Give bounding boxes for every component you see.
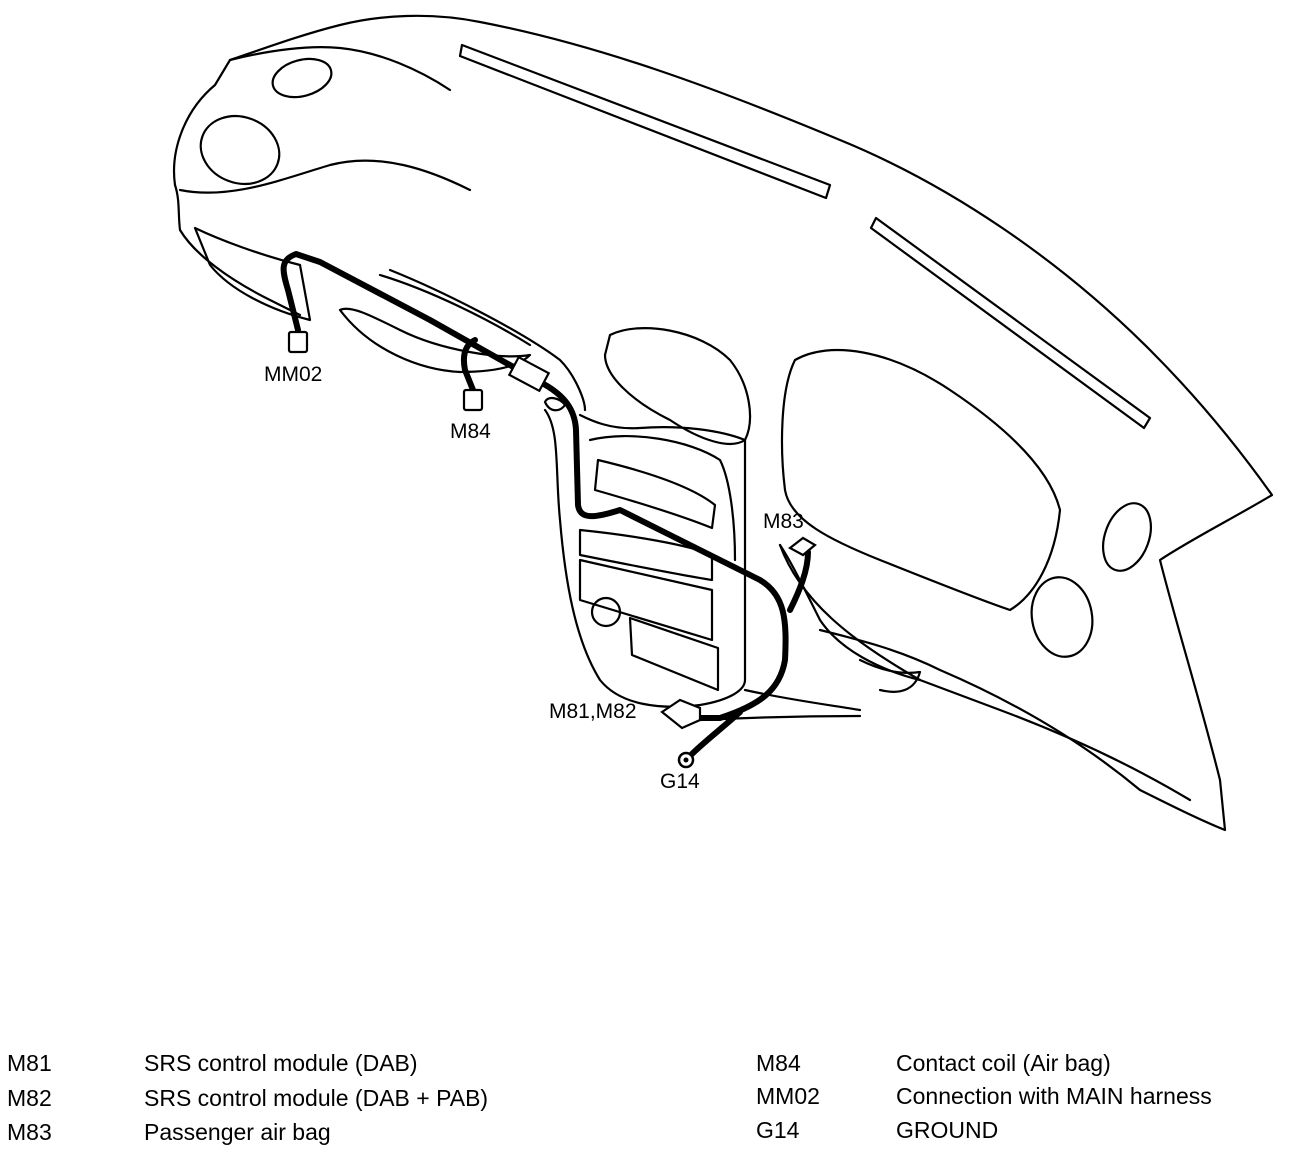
- callout-m81-m82: M81,M82: [549, 700, 637, 723]
- m83-connector: [787, 536, 817, 557]
- m84-connector: [462, 388, 484, 412]
- srs-wiring-harness: [280, 251, 811, 761]
- legend-code-g14: G14: [756, 1117, 800, 1143]
- right-end-knob: [1030, 576, 1094, 658]
- mm02-connector: [287, 330, 309, 354]
- right-vent-large: [780, 348, 1062, 612]
- console-crescent: [338, 307, 532, 374]
- defrost-slot-lower: [869, 216, 1152, 430]
- legend-desc-g14: GROUND: [896, 1117, 999, 1143]
- callout-m84: M84: [450, 420, 491, 443]
- callout-m83: M83: [763, 510, 804, 533]
- legend-desc-m84: Contact coil (Air bag): [896, 1050, 1111, 1076]
- small-top-oval: [271, 57, 333, 99]
- dashboard-outline: [173, 14, 1274, 832]
- legend-desc-m82: SRS control module (DAB + PAB): [144, 1085, 489, 1111]
- left-lower-pocket: [193, 226, 312, 322]
- g14-ground-terminal: [677, 751, 695, 769]
- left-gauge-oval: [199, 115, 281, 185]
- defrost-slot-upper: [458, 43, 832, 200]
- radio-face: [578, 528, 714, 582]
- glove-box: [778, 543, 1192, 802]
- legend-code-m83: M83: [7, 1119, 52, 1145]
- hvac-knob: [590, 596, 622, 628]
- callout-g14: G14: [660, 770, 700, 793]
- legend-code-m82: M82: [7, 1085, 52, 1111]
- legend-code-m84: M84: [756, 1050, 801, 1076]
- hvac-panel: [628, 616, 720, 692]
- legend-code-m81: M81: [7, 1050, 52, 1076]
- radio-slot: [593, 458, 717, 530]
- m81-m82-connector: [660, 698, 702, 730]
- callout-mm02: MM02: [264, 363, 323, 386]
- legend-desc-m83: Passenger air bag: [144, 1119, 331, 1145]
- legend-code-mm02: MM02: [756, 1083, 820, 1109]
- legend-desc-mm02: Connection with MAIN harness: [896, 1083, 1212, 1109]
- legend-desc-m81: SRS control module (DAB): [144, 1050, 418, 1076]
- right-vent-small: [1102, 502, 1152, 572]
- harness-clip: [507, 355, 551, 393]
